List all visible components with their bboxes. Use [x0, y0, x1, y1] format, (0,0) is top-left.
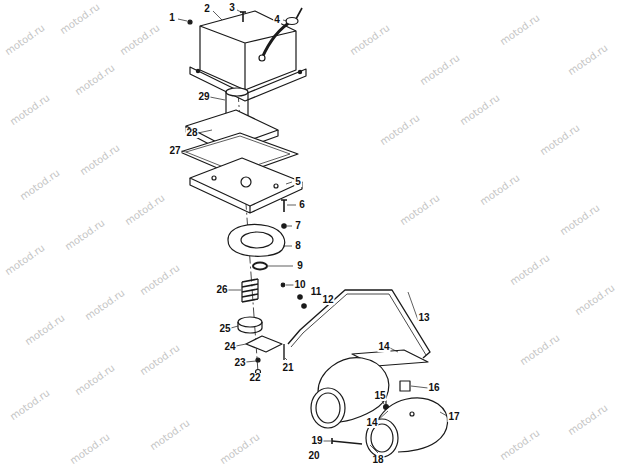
watermark: motod.ru — [118, 23, 161, 58]
watermark: motod.ru — [58, 2, 101, 37]
watermark: motod.ru — [478, 173, 521, 208]
callout-number: 29 — [197, 92, 210, 102]
watermark: motod.ru — [458, 93, 501, 128]
watermark: motod.ru — [566, 403, 609, 438]
callout-number: 4 — [273, 15, 281, 25]
watermark: motod.ru — [3, 243, 46, 278]
callout-number: 6 — [298, 200, 306, 210]
watermark: motod.ru — [73, 363, 116, 398]
watermark: motod.ru — [218, 431, 261, 466]
callout-number: 3 — [228, 3, 236, 13]
watermark: motod.ru — [498, 13, 541, 48]
watermark: motod.ru — [23, 313, 66, 348]
watermark: motod.ru — [78, 143, 121, 178]
watermark: motod.ru — [566, 43, 609, 78]
watermark: motod.ru — [398, 193, 441, 228]
callout-number: 17 — [447, 412, 460, 422]
watermark: motod.ru — [63, 218, 106, 253]
callout-number: 2 — [203, 4, 211, 14]
callout-number: 22 — [248, 373, 261, 383]
callout-number: 24 — [223, 342, 236, 352]
callout-number: 12 — [321, 295, 334, 305]
callout-number: 8 — [294, 241, 302, 251]
callout-number: 10 — [293, 280, 306, 290]
callout-number: 14 — [377, 342, 390, 352]
callout-number: 1 — [168, 13, 176, 23]
callout-number: 27 — [168, 146, 181, 156]
watermark: motod.ru — [378, 113, 421, 148]
callout-number: 14 — [365, 418, 378, 428]
callout-number: 15 — [373, 391, 386, 401]
watermark: motod.ru — [138, 263, 181, 298]
callout-number: 7 — [294, 221, 302, 231]
watermark: motod.ru — [18, 168, 61, 203]
watermark: motod.ru — [3, 23, 46, 58]
watermark: motod.ru — [573, 283, 616, 318]
callout-number: 23 — [233, 358, 246, 368]
watermark: motod.ru — [148, 418, 191, 453]
callout-number: 19 — [310, 436, 323, 446]
callout-number: 28 — [185, 128, 198, 138]
watermark: motod.ru — [518, 333, 561, 368]
callout-number: 5 — [294, 177, 302, 187]
watermark: motod.ru — [418, 53, 461, 88]
callout-number: 18 — [371, 455, 384, 465]
watermark: motod.ru — [68, 431, 111, 466]
watermark: motod.ru — [83, 288, 126, 323]
callout-number: 16 — [427, 383, 440, 393]
callout-number: 26 — [215, 285, 228, 295]
watermark: motod.ru — [123, 193, 166, 228]
callout-number: 25 — [218, 324, 231, 334]
watermark: motod.ru — [508, 253, 551, 288]
watermark: motod.ru — [558, 203, 601, 238]
watermark: motod.ru — [8, 388, 51, 423]
watermark: motod.ru — [498, 428, 541, 463]
callout-number: 13 — [417, 313, 430, 323]
watermark: motod.ru — [348, 23, 391, 58]
callout-number: 9 — [296, 261, 304, 271]
watermark: motod.ru — [8, 93, 51, 128]
watermark: motod.ru — [138, 343, 181, 378]
callout-number: 11 — [310, 287, 323, 297]
callout-number: 20 — [307, 451, 320, 461]
callout-number: 21 — [281, 363, 294, 373]
watermark: motod.ru — [538, 123, 581, 158]
watermark: motod.ru — [73, 63, 116, 98]
